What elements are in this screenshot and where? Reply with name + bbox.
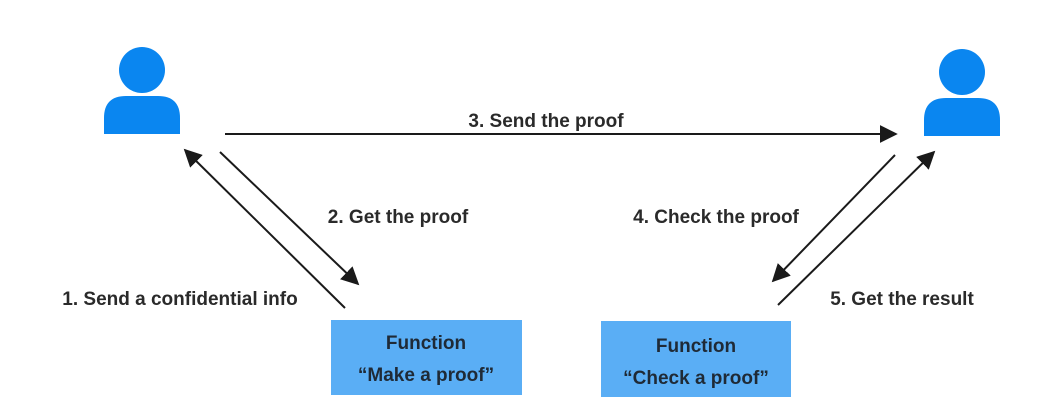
arrow-check-proof	[771, 154, 896, 283]
box-subtitle: “Check a proof”	[623, 368, 769, 389]
box-subtitle: “Make a proof”	[358, 365, 494, 386]
function-box-make-proof: Function “Make a proof”	[331, 320, 522, 395]
function-box-check-proof: Function “Check a proof”	[601, 321, 791, 397]
step-1-label: 1. Send a confidential info	[62, 289, 297, 310]
step-5-label: 5. Get the result	[830, 289, 974, 310]
arrow-get-result	[777, 150, 936, 306]
person-icon	[924, 49, 1000, 136]
step-4-label: 4. Check the proof	[633, 207, 799, 228]
step-3-label: 3. Send the proof	[468, 111, 624, 132]
person-icon	[104, 47, 180, 134]
box-title: Function	[656, 336, 736, 357]
box-title: Function	[386, 333, 466, 354]
arrow-send-info	[183, 148, 346, 309]
arrow-get-proof	[219, 151, 360, 286]
step-2-label: 2. Get the proof	[328, 207, 469, 228]
